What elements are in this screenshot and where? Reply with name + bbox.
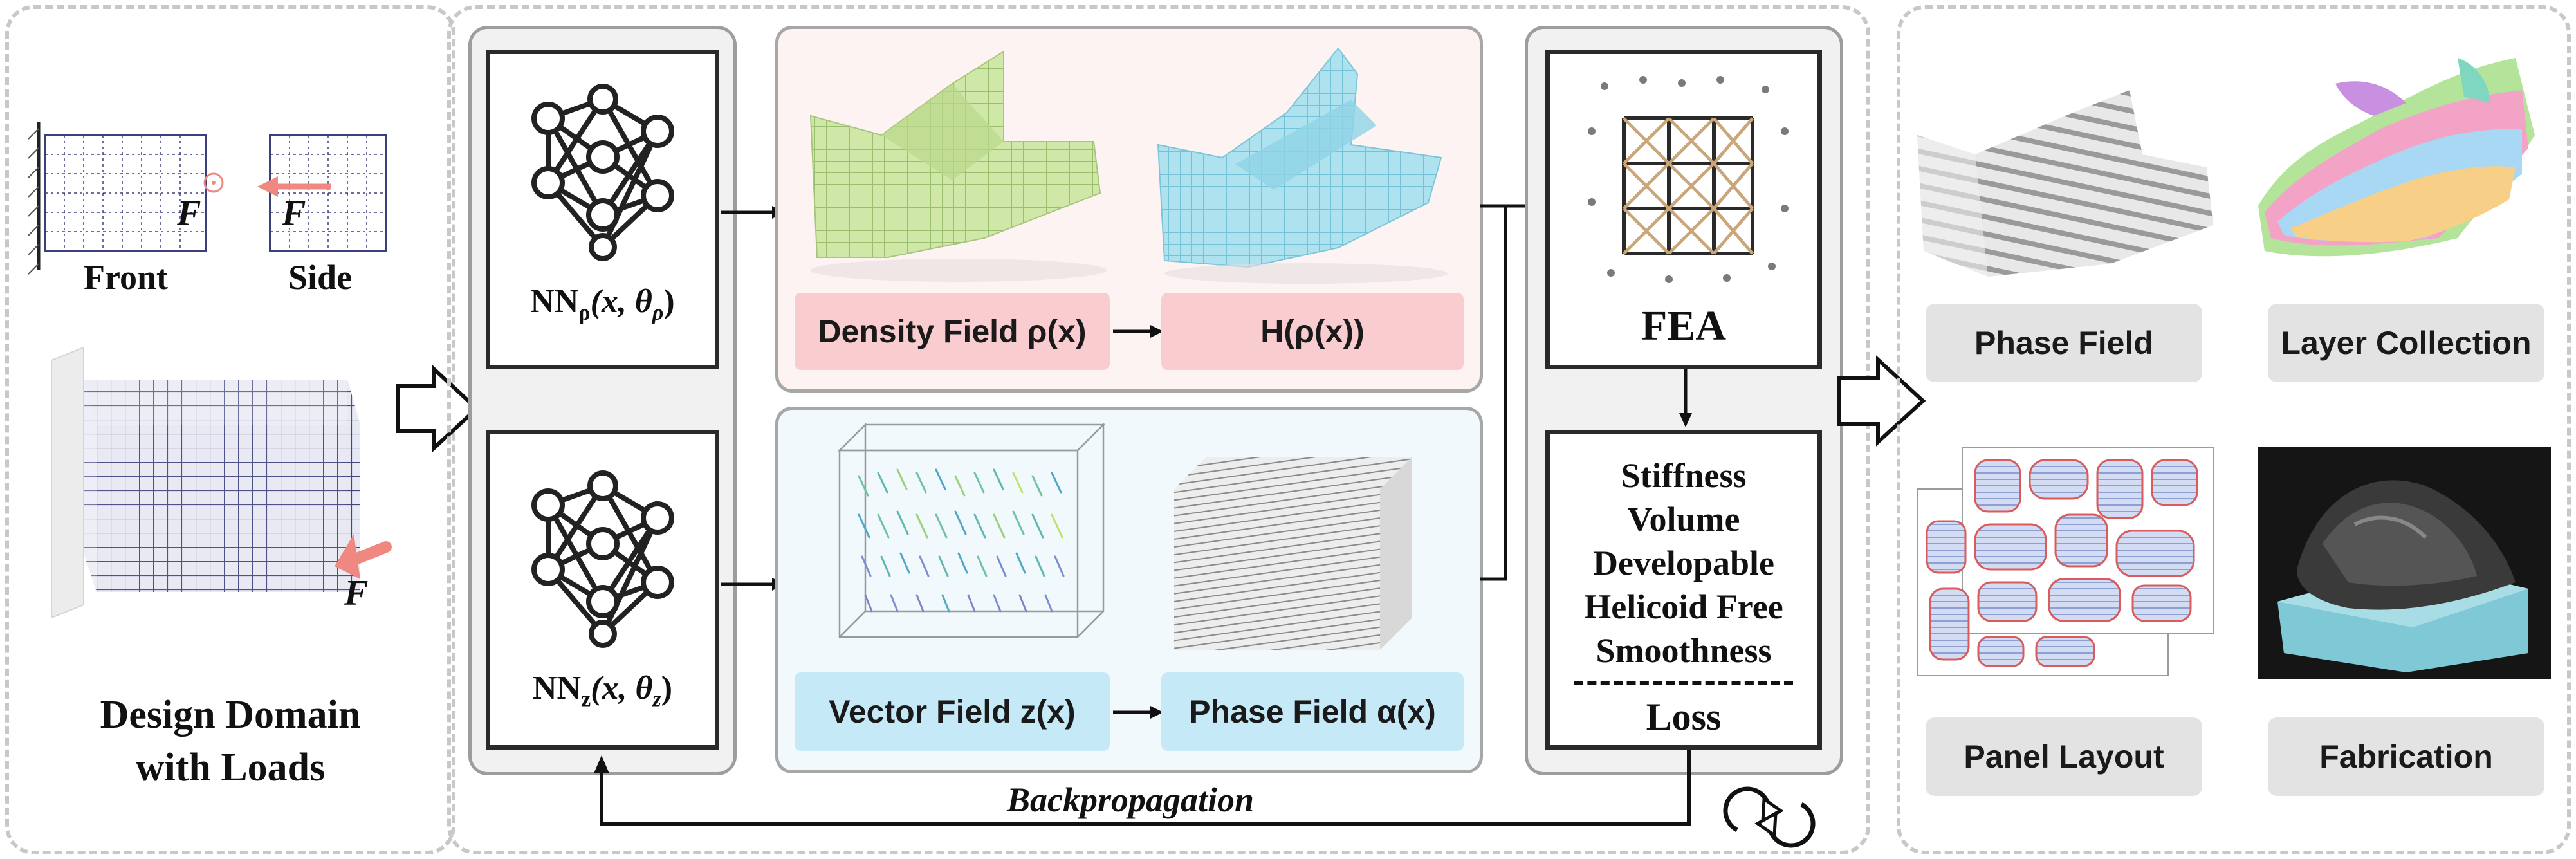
density-nn-text: NN [530,283,579,320]
pipeline-panel [447,5,1870,854]
loss-item-volume: Volume [1627,500,1740,539]
heaviside-voxels [1157,47,1448,284]
loss-divider [1574,681,1793,685]
layer-collection-render [2258,58,2535,257]
front-view-diagram [28,122,224,275]
front-force-label: F [177,194,201,234]
hollow-arrow-input [396,365,480,452]
backpropagation-label: Backpropagation [1007,780,1255,819]
loss-item-helicoid-free: Helicoid Free [1584,587,1783,626]
phase-field-output-label: Phase Field [1926,304,2202,382]
density-nn-args-sub: ρ [652,300,664,325]
fea-lattice-icon [1588,76,1789,283]
cycle-icon [1723,786,1816,848]
vector-nn-close: ) [661,670,673,707]
vector-nn-sub: z [581,687,591,712]
vector-nn-args: (x, θ [591,670,653,707]
loss-label: Loss [1646,696,1722,738]
backpropagation-arrow [594,750,1691,826]
density-nn-sub: ρ [578,300,591,325]
density-network-label: NNρ(x, θρ) [490,282,715,325]
side-force-label: F [282,194,306,234]
vector-nn-args-sub: z [652,687,661,712]
design-domain-title-line1: Design Domain [100,693,361,737]
loss-item-developable: Developable [1593,544,1774,582]
arrow-fea-to-loss [1679,369,1692,427]
fea-box: FEA [1545,50,1822,369]
loss-item-stiffness: Stiffness [1621,456,1747,495]
fea-title: FEA [1641,302,1726,349]
phase-field-label: Phase Field α(x) [1161,672,1464,751]
density-network-icon [531,84,674,261]
loss-box: Stiffness Volume Developable Helicoid Fr… [1545,430,1822,750]
outputs-panel [1897,5,2571,854]
heaviside-label: H(ρ(x)) [1161,293,1464,370]
panel-layout-output-label: Panel Layout [1926,717,2202,796]
loss-item-smoothness: Smoothness [1596,631,1772,670]
vector-nn-text: NN [532,670,582,707]
arrow-vector-label-to-phase [1113,706,1163,719]
mesh-force-label: F [344,573,369,613]
side-label: Side [288,258,353,297]
front-label: Front [84,258,168,297]
vector-field-box [837,422,1106,638]
vector-network-icon [531,470,674,648]
design-domain-title: Design Domain with Loads [18,688,443,794]
density-nn-args: (x, θ [590,283,652,320]
design-domain-mesh [51,346,392,619]
loss-items: Stiffness Volume Developable Helicoid Fr… [1550,454,1817,672]
fabrication-output-label: Fabrication [2268,717,2544,796]
vector-network-label: NNz(x, θz) [490,669,715,712]
vector-network-box: NNz(x, θz) [486,430,719,750]
density-nn-close: ) [663,283,675,320]
arrow-density-label-to-heaviside [1113,325,1163,338]
layer-collection-output-label: Layer Collection [2268,304,2544,382]
phase-field-block [1174,457,1412,650]
side-view-diagram [257,134,387,252]
density-field-voxels [809,50,1107,282]
vector-field-label: Vector Field z(x) [795,672,1110,751]
hollow-arrow-output [1837,355,1926,447]
panel-layout-render [1917,447,2214,676]
design-domain-title-line2: with Loads [135,746,326,790]
density-network-box: NNρ(x, θρ) [486,50,719,369]
phase-field-render [1917,90,2213,277]
density-field-label: Density Field ρ(x) [795,293,1110,370]
fabrication-photo [2258,447,2551,679]
